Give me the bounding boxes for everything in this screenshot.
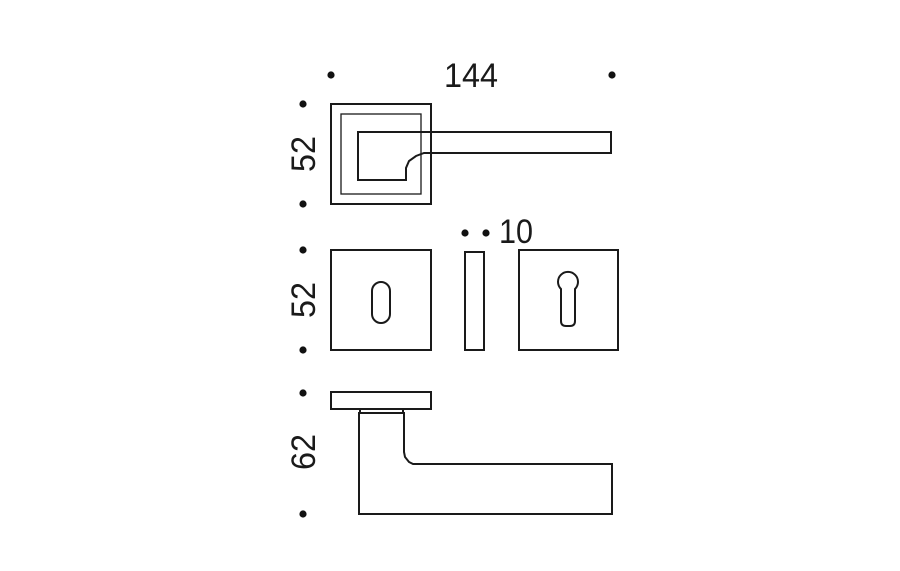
dimension-dot-bottom xyxy=(299,510,307,518)
lever-top-view xyxy=(357,131,612,181)
dimension-dot-right xyxy=(482,229,490,237)
top-rosette-outer xyxy=(330,103,432,205)
dimension-dot-bottom xyxy=(299,346,307,354)
euro-cylinder-hole xyxy=(557,270,579,327)
top-rosette-inner xyxy=(340,113,422,195)
dimension-dot-bottom xyxy=(299,200,307,208)
dimension-label-escutcheon-height: 52 xyxy=(285,282,323,318)
dimension-dot-left xyxy=(461,229,469,237)
dimension-label-top-rosette: 52 xyxy=(285,136,323,172)
dimension-top-rosette-height: 52 xyxy=(285,100,323,208)
dimension-dot-top xyxy=(299,246,307,254)
cylinder-plate xyxy=(518,249,619,351)
keyhole-escutcheon xyxy=(330,249,432,351)
lever-handle-front-view xyxy=(330,103,612,205)
keyhole-slot xyxy=(371,281,391,324)
dimension-label-lever-height: 62 xyxy=(285,434,323,470)
dimension-label-width: 144 xyxy=(444,57,498,95)
side-rosette xyxy=(330,391,432,410)
dimension-dot-top xyxy=(299,389,307,397)
dimension-escutcheon-thickness: 10 xyxy=(461,213,533,251)
dimension-lever-height: 62 xyxy=(285,389,323,518)
lever-side-view xyxy=(358,412,613,515)
dimension-total-width: 144 xyxy=(327,57,616,95)
dimension-dot-left xyxy=(327,71,335,79)
escutcheon-plate xyxy=(330,249,432,351)
dimension-dot-right xyxy=(608,71,616,79)
cylinder-escutcheon xyxy=(518,249,619,351)
escutcheon-side-view xyxy=(464,251,485,351)
dimension-escutcheon-height: 52 xyxy=(285,246,323,354)
dimension-label-thickness: 10 xyxy=(499,213,533,251)
dimension-dot-top xyxy=(299,100,307,108)
lever-handle-side-view xyxy=(330,391,613,515)
